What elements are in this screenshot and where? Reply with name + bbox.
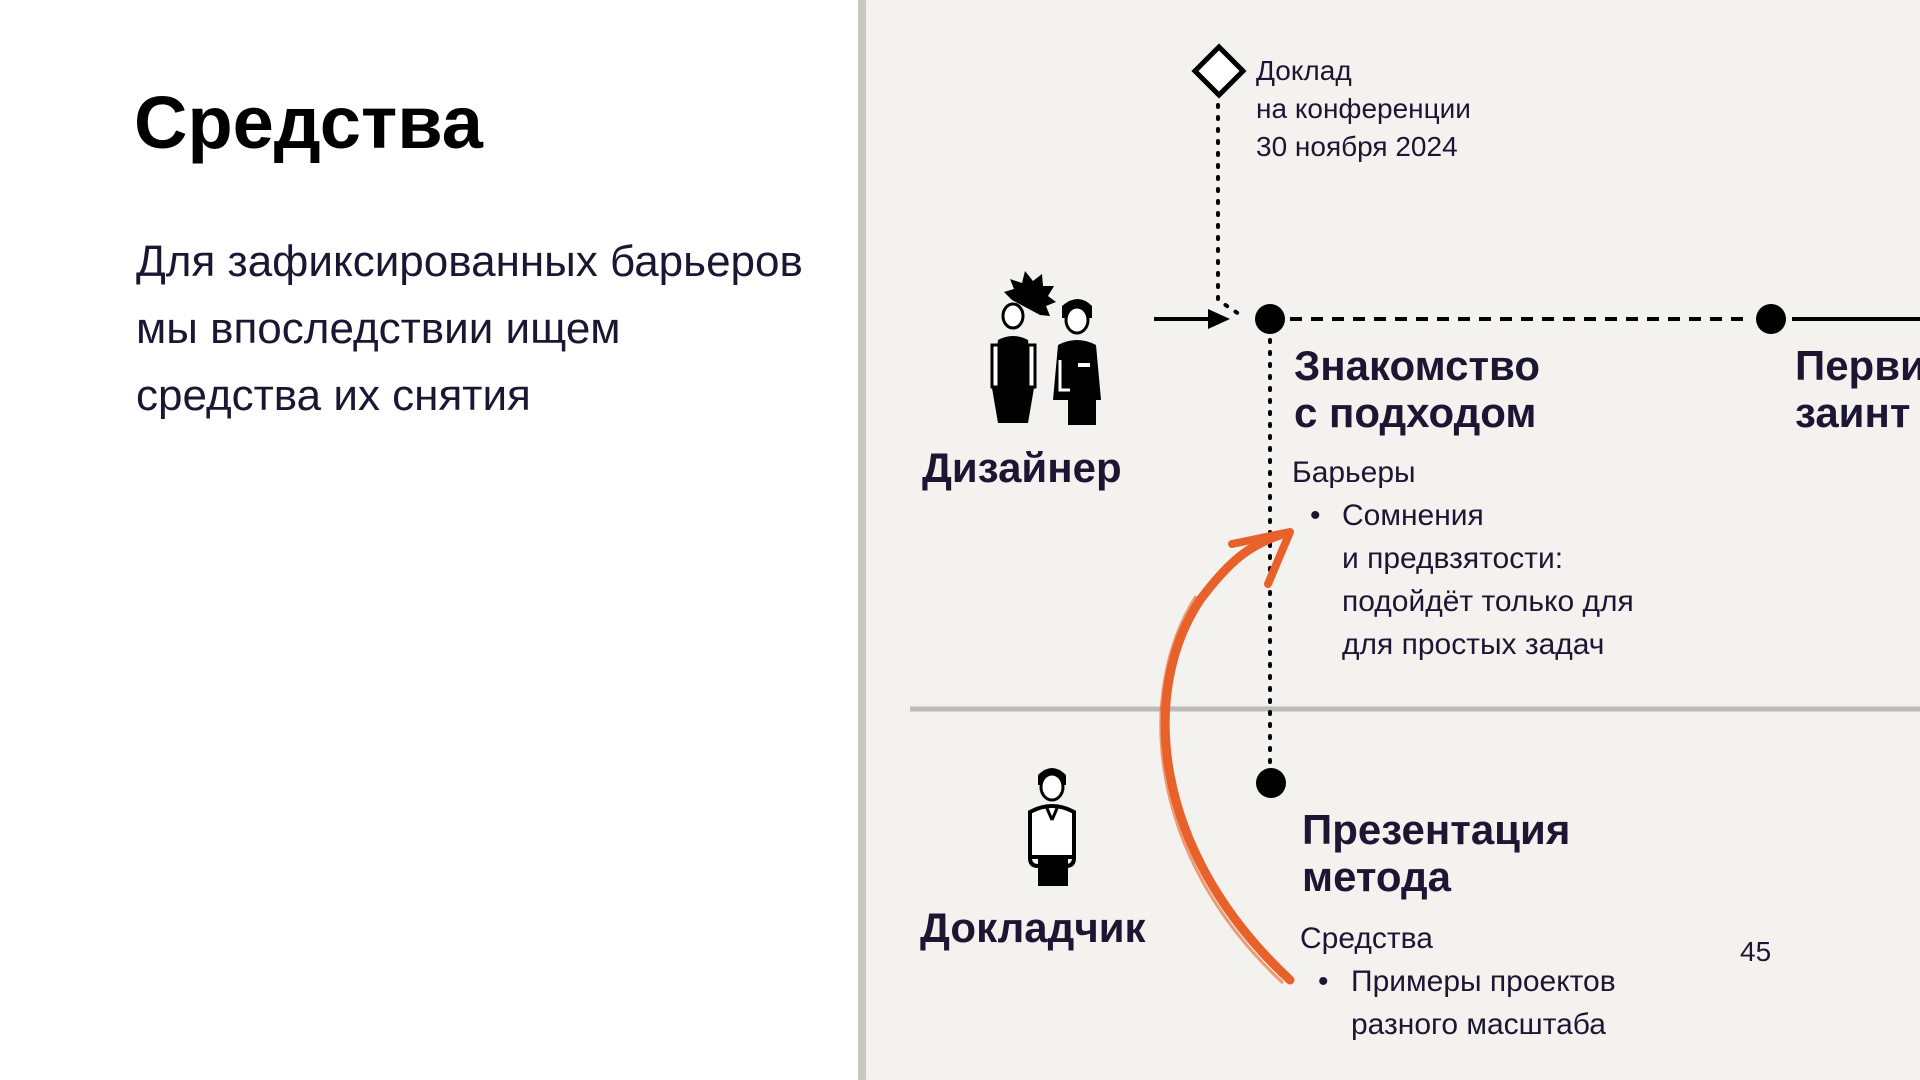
stage-next-title-line-2: заинт bbox=[1795, 389, 1911, 436]
stage-presentation-bullet-marker: • bbox=[1318, 965, 1329, 998]
milestone-connector bbox=[1216, 103, 1247, 320]
stage-presentation-bullet-line-1: Примеры проектов bbox=[1351, 965, 1616, 998]
stage-intro-bullet-line-4: для простых задач bbox=[1342, 628, 1605, 661]
stage-next-title-line-1: Перви bbox=[1795, 342, 1920, 389]
designer-persons-icon bbox=[990, 271, 1101, 425]
stage-presentation-bullet-line-2: разного масштаба bbox=[1351, 1008, 1606, 1041]
stage-intro-bullet-line-1: Сомнения bbox=[1342, 499, 1484, 532]
page-number: 45 bbox=[1740, 936, 1772, 967]
diagram-panel bbox=[858, 0, 1920, 1080]
milestone-line-3: 30 ноября 2024 bbox=[1256, 131, 1458, 162]
slide-title: Средства bbox=[134, 81, 483, 164]
curved-arrow-icon bbox=[1159, 528, 1295, 985]
stage-presentation-title-line-2: метода bbox=[1302, 853, 1452, 900]
left-panel: Средства Для зафиксированных барьеров мы… bbox=[0, 0, 858, 1080]
role-designer: Дизайнер bbox=[922, 444, 1122, 491]
arrow-right-icon bbox=[1154, 309, 1230, 329]
stage-intro-bullet: Сомнения и предвзятости: подойдёт только… bbox=[1342, 494, 1634, 666]
stage-intro-title-line-2: с подходом bbox=[1294, 389, 1537, 436]
stage-next-title: Перви заинт bbox=[1795, 342, 1920, 436]
stage-presentation-means-label: Средства bbox=[1300, 922, 1433, 955]
node-presentation bbox=[1256, 768, 1286, 798]
stage-presentation-title: Презентация метода bbox=[1302, 806, 1570, 900]
stage-intro-bullet-marker: • bbox=[1310, 499, 1321, 532]
node-intro bbox=[1255, 304, 1285, 334]
diamond-icon bbox=[1191, 43, 1247, 99]
stage-intro-title: Знакомство с подходом bbox=[1294, 342, 1540, 436]
stage-presentation-title-line-1: Презентация bbox=[1302, 806, 1571, 853]
stage-intro-bullet-line-3: подойдёт только для bbox=[1342, 585, 1634, 618]
stage-intro-bullet-line-2: и предвзятости: bbox=[1342, 542, 1564, 575]
milestone-label: Доклад на конференции 30 ноября 2024 bbox=[1256, 52, 1471, 166]
milestone-line-2: на конференции bbox=[1256, 93, 1471, 124]
role-speaker: Докладчик bbox=[920, 904, 1146, 951]
node-next bbox=[1756, 304, 1786, 334]
stage-presentation-bullet: Примеры проектов разного масштаба bbox=[1351, 960, 1616, 1046]
milestone-line-1: Доклад bbox=[1256, 55, 1352, 86]
slide-description: Для зафиксированных барьеров мы впоследс… bbox=[136, 237, 803, 420]
stage-intro-title-line-1: Знакомство bbox=[1294, 342, 1540, 389]
stage-intro-barriers-label: Барьеры bbox=[1292, 456, 1416, 489]
speaker-person-icon bbox=[1028, 768, 1076, 886]
panel-divider bbox=[858, 0, 866, 1080]
